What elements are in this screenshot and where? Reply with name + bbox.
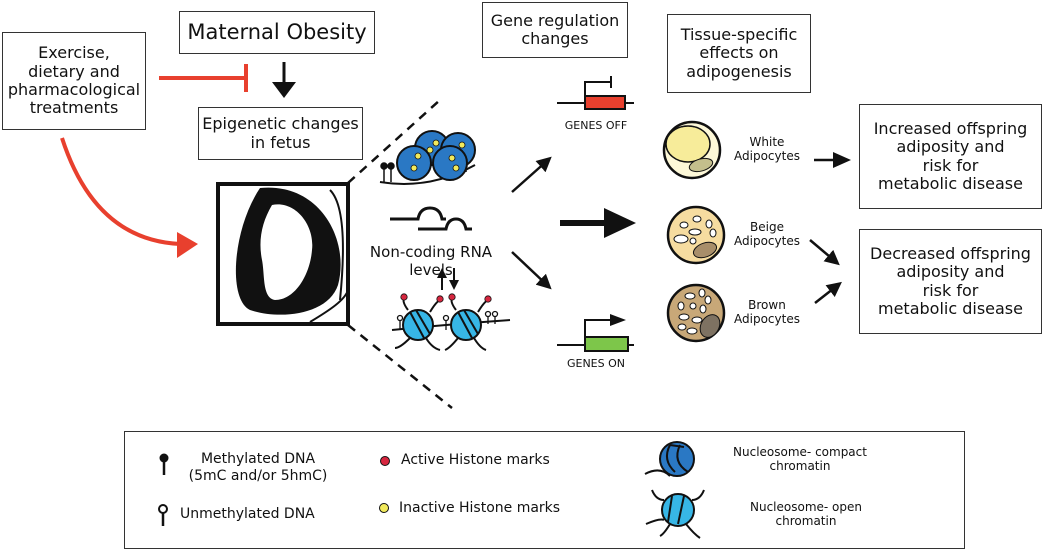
brown-adipocytes-label: Brown Adipocytes — [734, 298, 800, 327]
active-mark-legend-icon — [380, 456, 390, 466]
epigenetic-text: Epigenetic changes in fetus — [202, 114, 359, 152]
treatment-curved-arrow — [60, 137, 198, 258]
up-down-arrows-icon — [437, 268, 459, 290]
treatments-box: Exercise, dietary and pharmacological tr… — [2, 32, 146, 130]
genes-on-label: GENES ON — [566, 357, 626, 370]
beige-adipocyte-icon — [666, 205, 726, 265]
tissue-specific-text: Tissue-specific effects on adipogenesis — [680, 24, 798, 81]
decreased-outcome-box: Decreased offspring adiposity and risk f… — [859, 229, 1042, 334]
epigenetic-box: Epigenetic changes in fetus — [198, 107, 363, 160]
beige-adipocytes-label: Beige Adipocytes — [734, 220, 800, 249]
maternal-obesity-box: Maternal Obesity — [179, 11, 375, 54]
unmethylated-dna-legend-icon — [158, 504, 168, 526]
increased-outcome-text: Increased offspring adiposity and risk f… — [873, 118, 1028, 193]
genes-off-icon — [557, 76, 634, 110]
decreased-outcome-text: Decreased offspring adiposity and risk f… — [870, 243, 1031, 318]
methylated-dna-legend-icon — [159, 453, 169, 475]
compact-chromatin-illustration — [379, 130, 476, 185]
legend-methylated-dna: Methylated DNA (5mC and/or 5hmC) — [188, 451, 328, 484]
ncrna-icon — [390, 206, 472, 231]
legend-inactive-histone: Inactive Histone marks — [399, 500, 561, 516]
down-arrow — [272, 62, 296, 98]
genes-off-label: GENES OFF — [564, 119, 628, 132]
tissue-specific-box: Tissue-specific effects on adipogenesis — [667, 14, 811, 93]
white-adipocyte-icon — [662, 120, 722, 180]
zoom-line-top — [347, 99, 441, 184]
open-nucleosome-legend-icon — [645, 489, 705, 539]
genes-on-icon — [557, 314, 634, 352]
white-adipocytes-label: White Adipocytes — [734, 135, 800, 164]
increased-outcome-box: Increased offspring adiposity and risk f… — [859, 104, 1042, 209]
legend-compact-chromatin: Nucleosome- compact chromatin — [733, 445, 867, 474]
gene-regulation-text: Gene regulation changes — [490, 10, 620, 48]
gene-regulation-box: Gene regulation changes — [482, 2, 628, 58]
legend-box — [124, 431, 965, 549]
open-chromatin-illustration — [391, 293, 511, 351]
legend-open-chromatin: Nucleosome- open chromatin — [750, 500, 862, 529]
compact-nucleosome-legend-icon — [644, 441, 695, 477]
inhibition-arrow — [159, 64, 248, 92]
ncrna-label: Non-coding RNA levels — [369, 243, 493, 279]
outcome-arrows — [809, 152, 851, 304]
legend-active-histone: Active Histone marks — [401, 452, 550, 468]
brown-adipocyte-icon — [666, 283, 726, 343]
zoom-line-bottom — [347, 324, 453, 409]
fetus-icon — [216, 182, 350, 326]
inactive-mark-legend-icon — [379, 503, 389, 513]
treatments-text: Exercise, dietary and pharmacological tr… — [7, 43, 141, 118]
maternal-obesity-text: Maternal Obesity — [187, 20, 367, 45]
pathway-arrows — [511, 156, 636, 290]
legend-unmethylated-dna: Unmethylated DNA — [180, 506, 315, 522]
